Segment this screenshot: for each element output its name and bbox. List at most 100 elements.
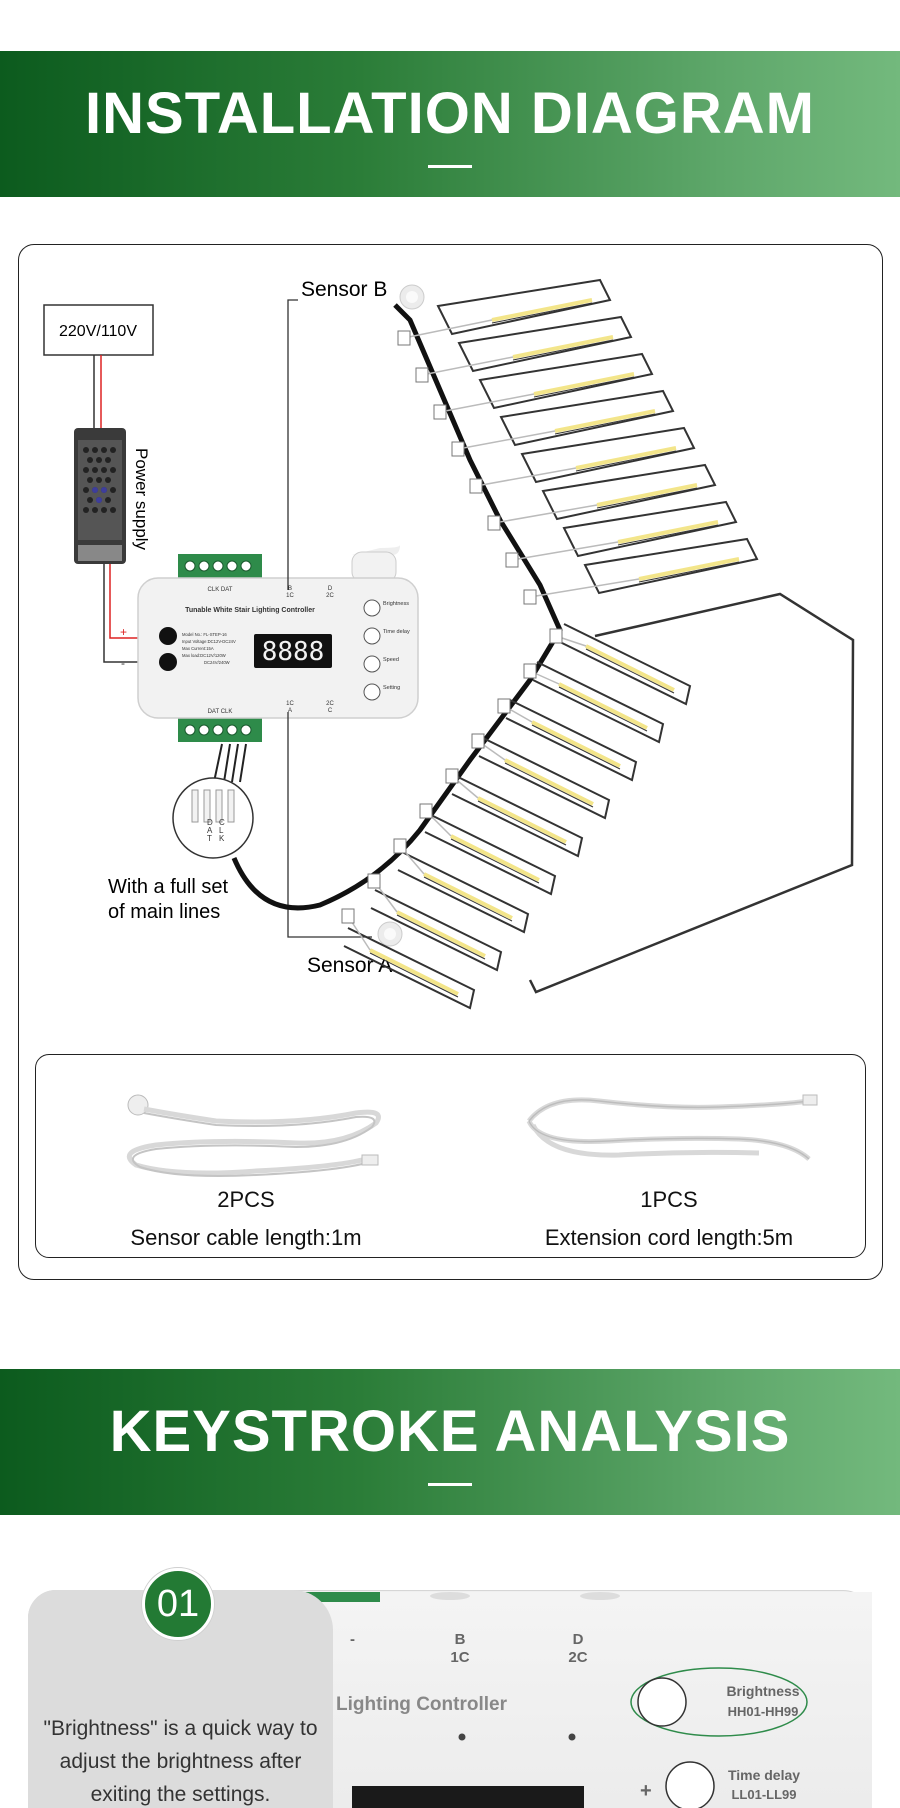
sensor-cable-icon — [126, 1094, 381, 1177]
wire-label-t: T — [207, 834, 212, 843]
ctrl-spec-line: Input Voltage:DC12V-DC24V — [182, 639, 236, 644]
ctrl-brightness-label: Brightness — [383, 601, 409, 607]
port-2c-bottom-label: 2C — [326, 701, 334, 707]
terminal-block — [300, 1592, 380, 1602]
terminal-bottom-label: DAT CLK — [208, 709, 233, 715]
stair-step-lower — [497, 698, 638, 782]
extension-cord-qty: 1PCS — [640, 1187, 698, 1212]
stair-step-lower — [523, 661, 665, 744]
controller-label: Lighting Controller — [336, 1694, 508, 1715]
keystroke-controller-panel: - B 1C D 2C Lighting Controller Brightne… — [300, 1592, 872, 1808]
minus-label: - — [350, 1631, 355, 1648]
stair-step-upper — [487, 463, 717, 531]
stair-step-upper — [523, 537, 759, 605]
keystroke-title: KEYSTROKE ANALYSIS — [109, 1399, 791, 1464]
stair-step-lower — [393, 838, 530, 934]
installation-title: INSTALLATION DIAGRAM — [85, 81, 815, 146]
port-d-label: D — [573, 1631, 584, 1648]
stair-step-lower — [367, 873, 503, 972]
ctrl-spec-line: Max Current:15A — [182, 646, 214, 651]
sensor-b-wire — [287, 299, 298, 590]
wire-label-l: L — [219, 826, 224, 835]
time-delay-range-label: LL01-LL99 — [731, 1787, 796, 1802]
brightness-highlight — [630, 1667, 808, 1737]
title-underline — [428, 165, 472, 168]
accessories-box: 2PCS Sensor cable length:1m 1PCS Extensi… — [35, 1054, 866, 1258]
upper-staircase — [397, 278, 759, 605]
sensor-a-lens — [384, 928, 396, 940]
ctrl-spec-line: Model No.: FL-STEP-16 — [182, 632, 227, 637]
port-b-label: B — [455, 1631, 466, 1648]
sensor-cable-qty: 2PCS — [217, 1187, 275, 1212]
installation-banner: INSTALLATION DIAGRAM — [0, 51, 900, 197]
port-1c-label: 1C — [450, 1649, 469, 1666]
brightness-label: Brightness — [726, 1683, 799, 1699]
terminal-top-label: CLK DAT — [208, 587, 233, 593]
main-lines-label-1: With a full set — [108, 876, 228, 898]
ctrl-speed-label: Speed — [383, 657, 399, 663]
wire-label-k: K — [219, 834, 225, 843]
main-line-loop-icon — [172, 743, 254, 859]
plus-label: + — [640, 1780, 652, 1802]
brightness-range-label: HH01-HH99 — [728, 1704, 799, 1719]
controller-title: Tunable White Stair Lighting Controller — [185, 607, 315, 614]
stair-step-upper — [451, 389, 675, 457]
stair-side-outline — [528, 592, 855, 994]
extension-cord-icon — [526, 1094, 818, 1161]
lower-staircase — [341, 623, 692, 1010]
stair-step-upper — [433, 352, 654, 420]
voltage-label: 220V/110V — [59, 323, 137, 340]
ctrl-spec-line: Max load:DC12V/120W — [182, 653, 226, 658]
sensor-cable-desc: Sensor cable length:1m — [130, 1225, 362, 1250]
step-badge: 01 — [142, 1568, 214, 1640]
stair-step-upper — [505, 500, 738, 568]
stair-step-lower — [445, 768, 584, 858]
power-supply-label: Power supply — [132, 448, 151, 551]
ctrl-spec-line: DC24V/240W — [204, 660, 230, 665]
wire-label-a: A — [207, 826, 213, 835]
plus-mark: + — [120, 625, 127, 639]
accessory-extension-cord: 1PCS Extension cord length:5m — [479, 1065, 859, 1255]
port-1c-bottom-label: 1C — [286, 701, 294, 707]
power-supply-icon — [74, 428, 126, 564]
brightness-button[interactable] — [637, 1677, 687, 1727]
accessory-sensor-cable: 2PCS Sensor cable length:1m — [56, 1065, 436, 1255]
port-1c-label: 1C — [286, 593, 294, 599]
controller-icon — [137, 545, 419, 742]
main-lines-label-2: of main lines — [108, 901, 220, 923]
voltage-box — [43, 304, 154, 356]
sensor-b-label: Sensor B — [301, 278, 387, 301]
port-b-label: B — [288, 586, 292, 592]
time-delay-label: Time delay — [728, 1767, 800, 1783]
dc-wire-positive — [109, 564, 138, 639]
extension-cord-desc: Extension cord length:5m — [544, 1225, 794, 1250]
wire-label-d: D — [207, 818, 213, 827]
time-delay-button[interactable] — [665, 1761, 715, 1808]
stair-step-lower — [471, 733, 611, 820]
title-underline — [428, 1483, 472, 1486]
controller-display — [352, 1786, 584, 1808]
wire-label-c: C — [219, 818, 225, 827]
stair-step-upper — [415, 315, 633, 383]
controller-closeup: - B 1C D 2C Lighting Controller Brightne… — [300, 1592, 808, 1808]
brightness-note-text: "Brightness" is a quick way to adjust th… — [43, 1717, 318, 1806]
stair-step-upper — [469, 426, 696, 494]
stair-step-upper — [397, 278, 612, 346]
port-2c-label: 2C — [568, 1649, 587, 1666]
keystroke-banner: KEYSTROKE ANALYSIS — [0, 1369, 900, 1515]
ctrl-time-delay-label: Time delay — [383, 629, 410, 635]
sensor-b-lens — [406, 291, 418, 303]
port-d-label: D — [328, 586, 333, 592]
port-c-label: C — [328, 708, 333, 714]
dc-wire-negative — [103, 564, 138, 663]
ctrl-setting-label: Setting — [383, 685, 400, 691]
sensor-a-wire — [287, 712, 372, 938]
port-a-label: A — [288, 708, 292, 714]
port-2c-label: 2C — [326, 593, 334, 599]
stair-step-lower — [341, 908, 476, 1010]
minus-mark: - — [121, 656, 125, 670]
controller-display: 8888 — [262, 637, 325, 667]
stair-step-lower — [419, 803, 557, 896]
stair-step-lower — [549, 623, 692, 706]
